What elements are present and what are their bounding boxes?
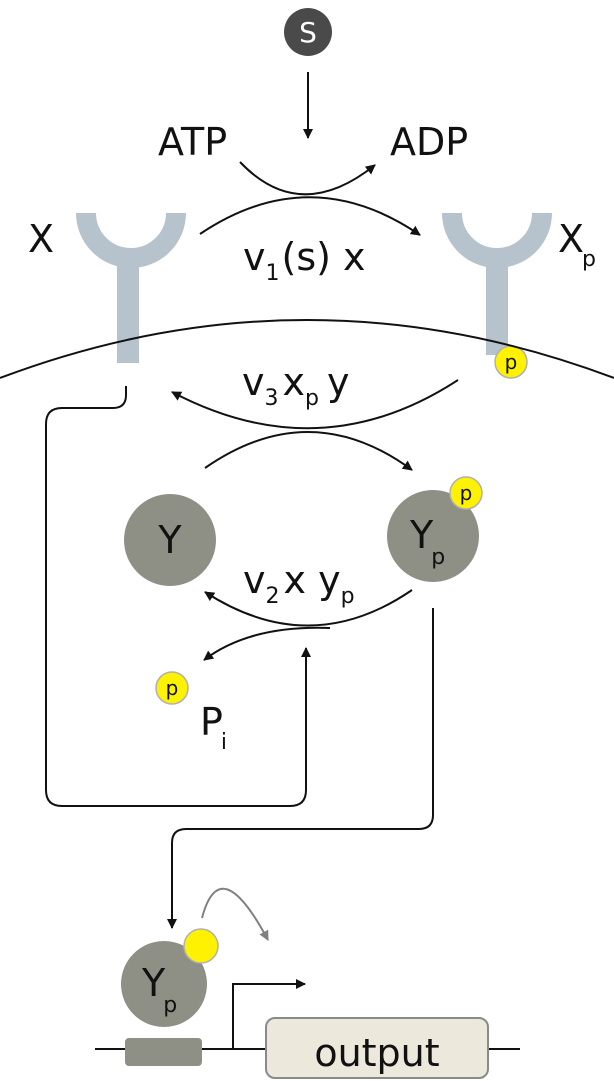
- v1-label: v1(s) x: [243, 235, 366, 286]
- output-gene-box: [265, 1017, 489, 1079]
- pi-phosphate: [155, 671, 189, 705]
- signal-circle: [284, 8, 332, 56]
- gene-yp-phosphate: [183, 928, 219, 964]
- signal-label: S: [299, 16, 317, 49]
- pi-phosphate-label: p: [166, 676, 179, 700]
- yp-phosphate-label: p: [460, 481, 473, 505]
- receptor-x-label: X: [28, 217, 54, 261]
- pi-label: Pi: [200, 700, 227, 755]
- adp-label: ADP: [390, 120, 468, 164]
- phosphorylation-arrow: [199, 196, 421, 236]
- yp-to-gene-arrow: [167, 608, 434, 929]
- yp-phosphate: [449, 476, 483, 510]
- output-label: output: [314, 1031, 439, 1075]
- transcription-start-arrow: [232, 979, 306, 1049]
- receptor-xp: [442, 212, 552, 355]
- promoter-binding-site: [125, 1038, 202, 1066]
- dephosphorylation-arrow: [204, 589, 413, 627]
- y-protein: [124, 494, 216, 586]
- gene-yp-protein: [121, 941, 207, 1027]
- receptor-x: [76, 212, 186, 363]
- receptor-phosphate-label: p: [505, 350, 518, 374]
- y-to-yp-arrow: [204, 431, 413, 471]
- v3-arrow: [171, 379, 459, 430]
- receptor-xp-label: Xp: [558, 217, 596, 272]
- atp-adp-arrow: [239, 161, 376, 196]
- atp-label: ATP: [158, 120, 227, 164]
- cell-membrane: [0, 319, 614, 379]
- yp-protein: [387, 490, 479, 582]
- feedback-arrow: [45, 386, 311, 807]
- y-label: Y: [157, 518, 182, 562]
- pi-release-arrow: [203, 626, 331, 661]
- activation-arrow: [201, 887, 269, 941]
